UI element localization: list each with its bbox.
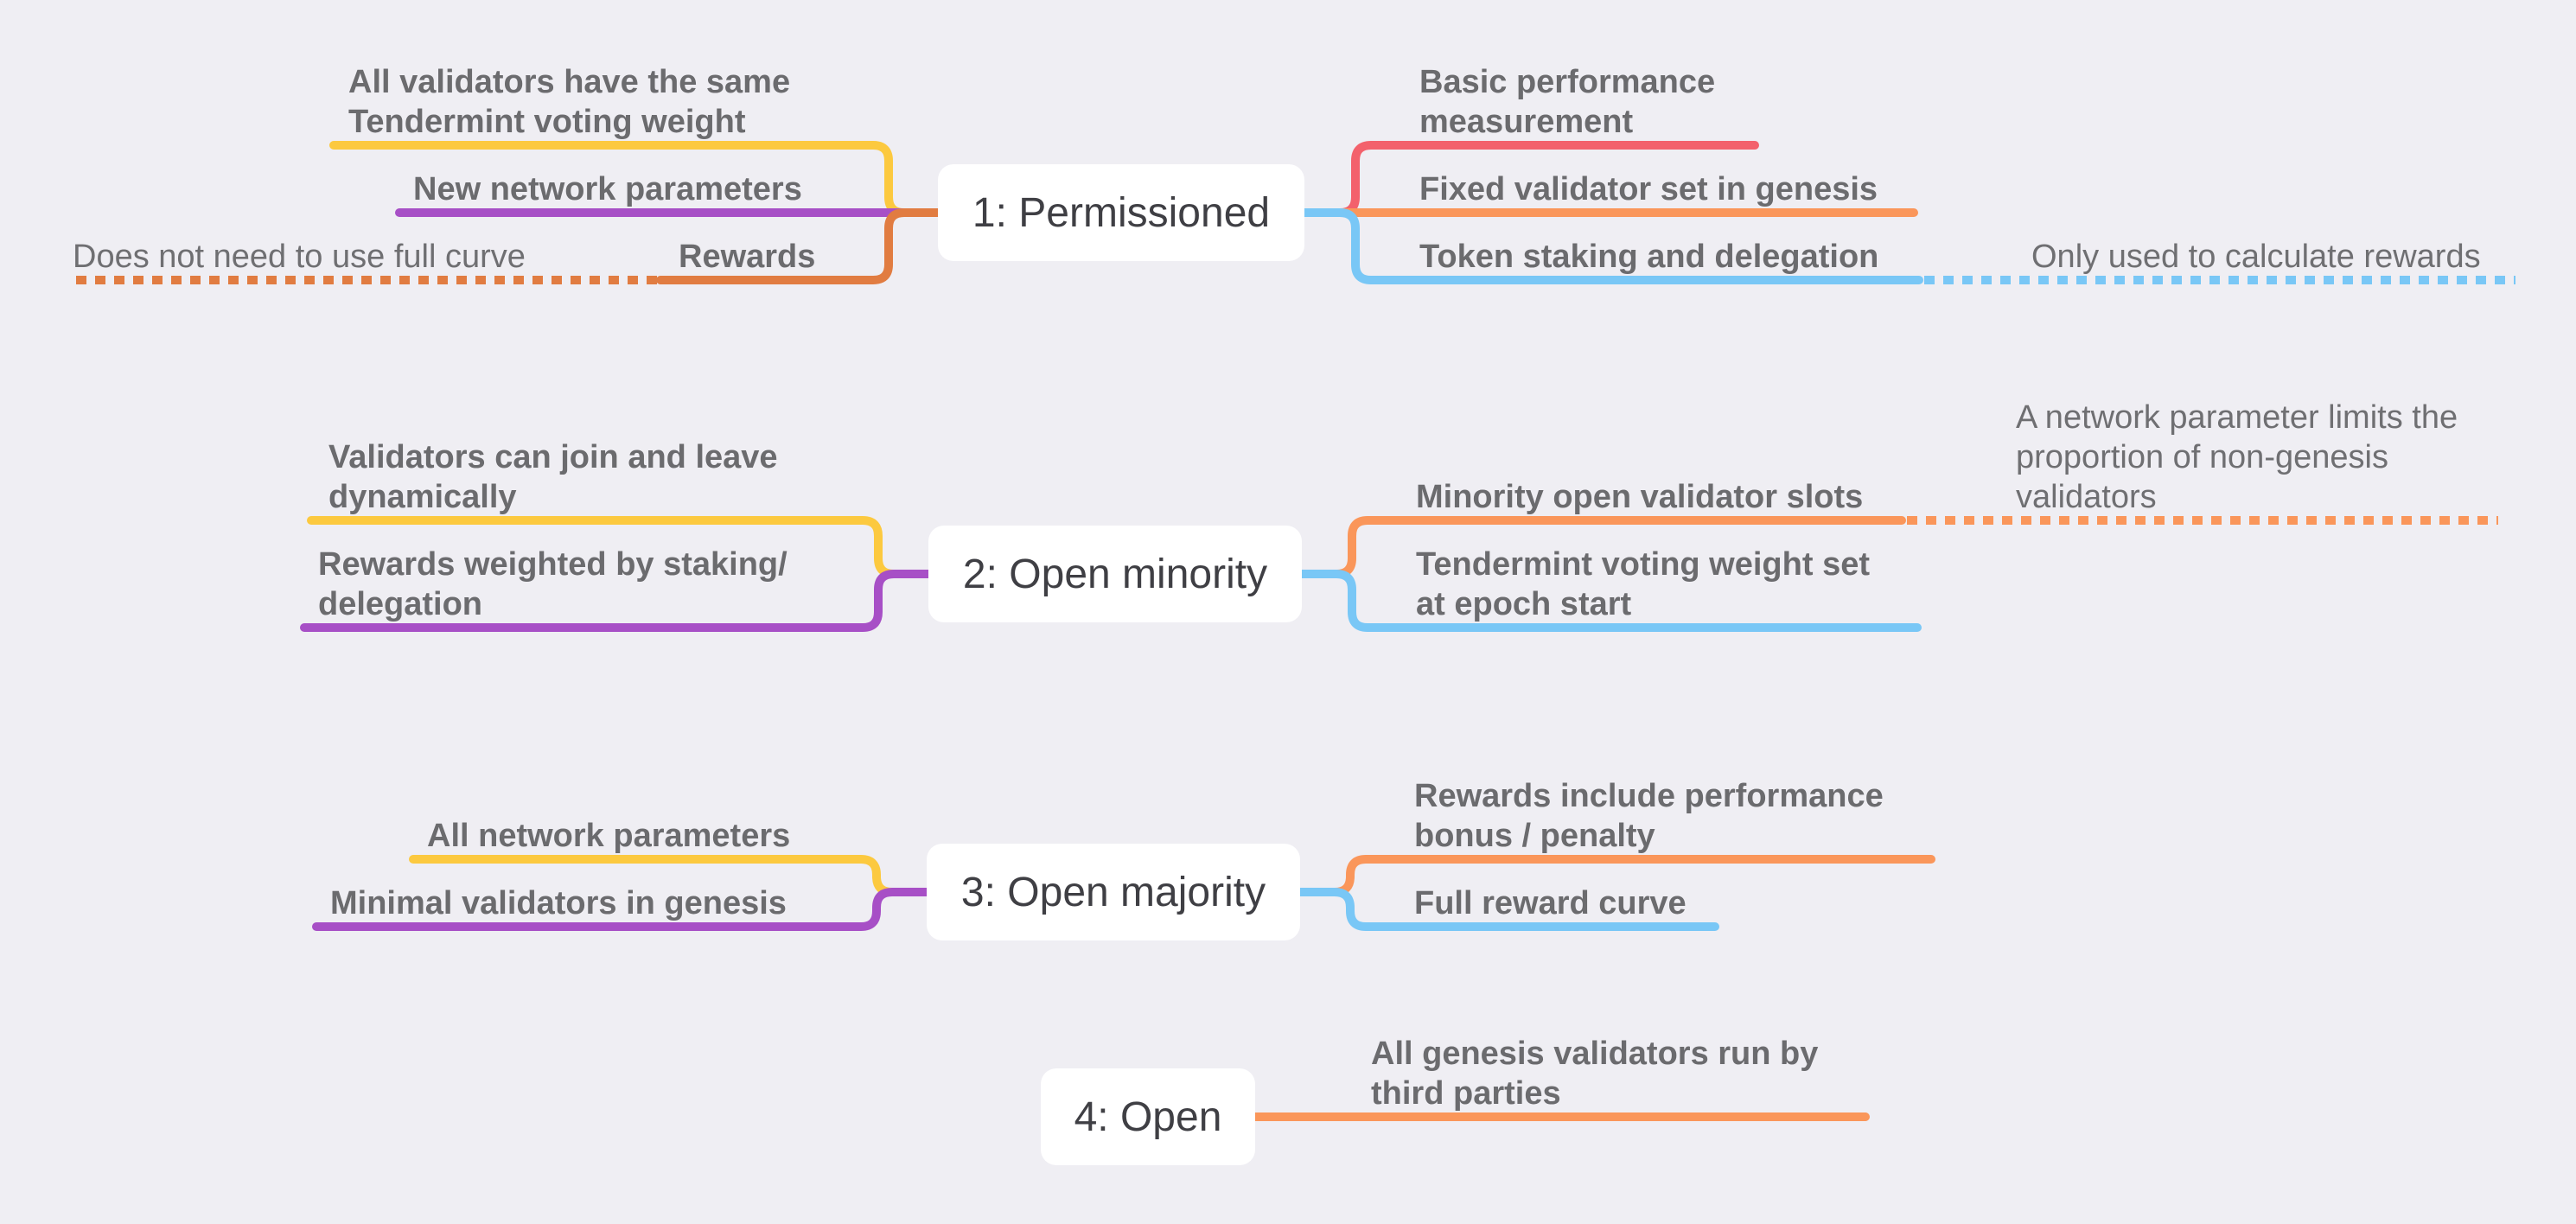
branch-text: Full reward curve [1414,885,1687,921]
branch-text: Basic performance [1419,64,1716,100]
stage-2-left-branch-1[interactable]: Validators can join and leave dynamicall… [328,437,778,517]
stage-1-left-line-3 [656,208,942,284]
stage-1-rewards-note: Does not need to use full curve [73,239,526,275]
branch-text: Validators can join and leave [328,439,778,475]
stage-1-left-branch-2[interactable]: New network parameters [413,169,802,209]
stage-3-node[interactable]: 3: Open majority [927,844,1300,940]
stage-2-node[interactable]: 2: Open minority [928,526,1302,622]
branch-text: All genesis validators run by [1371,1036,1819,1072]
branch-text: third parties [1371,1075,1561,1112]
stage-2-right-branch-2[interactable]: Tendermint voting weight set at epoch st… [1416,545,1870,624]
stage-1-right-branch-2[interactable]: Fixed validator set in genesis [1419,169,1878,209]
branch-text: All network parameters [427,818,791,854]
branch-text: Minimal validators in genesis [330,885,787,921]
branch-text: Fixed validator set in genesis [1419,171,1878,207]
stage-3-left-branch-2[interactable]: Minimal validators in genesis [330,883,787,923]
stage-2-right-line-2 [1298,570,1922,632]
branch-text: Minority open validator slots [1416,479,1864,515]
branch-text: Token staking and delegation [1419,239,1879,275]
stage-1-right-line-3 [1300,208,1923,284]
branch-text: All validators have the same [348,64,791,100]
stage-1-node[interactable]: 1: Permissioned [938,164,1304,261]
branch-text: Rewards include performance [1414,778,1884,814]
branch-text: Rewards weighted by staking/ [318,546,787,583]
stage-3-left-line-2 [312,888,931,931]
stage-2-left-line-2 [300,570,933,632]
branch-text: measurement [1419,104,1634,140]
stage-2-slots-note: A network parameter limits the proportio… [2016,399,2458,515]
stage-2-left-branch-2[interactable]: Rewards weighted by staking/ delegation [318,545,787,624]
stage-1-left-branch-3[interactable]: Rewards [679,237,815,277]
stage-2-right-branch-1[interactable]: Minority open validator slots [1416,477,1863,517]
branch-text: dynamically [328,479,517,515]
branch-text: Tendermint voting weight set [1416,546,1870,583]
stage-3-right-branch-1[interactable]: Rewards include performance bonus / pena… [1414,776,1884,856]
stage-1-staking-note: Only used to calculate rewards [2031,239,2481,275]
stage-4-right-branch-1[interactable]: All genesis validators run by third part… [1371,1034,1818,1113]
stage-3-left-branch-1[interactable]: All network parameters [427,816,790,856]
branch-text: at epoch start [1416,586,1632,622]
stage-1-left-branch-1[interactable]: All validators have the same Tendermint … [348,62,790,142]
stage-4-node[interactable]: 4: Open [1041,1068,1255,1165]
stage-3-right-branch-2[interactable]: Full reward curve [1414,883,1687,923]
branch-text: Rewards [679,239,816,275]
branch-text: bonus / penalty [1414,818,1655,854]
stage-1-right-branch-3[interactable]: Token staking and delegation [1419,237,1878,277]
branch-text: Tendermint voting weight [348,104,746,140]
branch-text: New network parameters [413,171,802,207]
branch-text: delegation [318,586,483,622]
stage-3-right-line-2 [1296,888,1719,931]
stage-1-right-branch-1[interactable]: Basic performance measurement [1419,62,1715,142]
